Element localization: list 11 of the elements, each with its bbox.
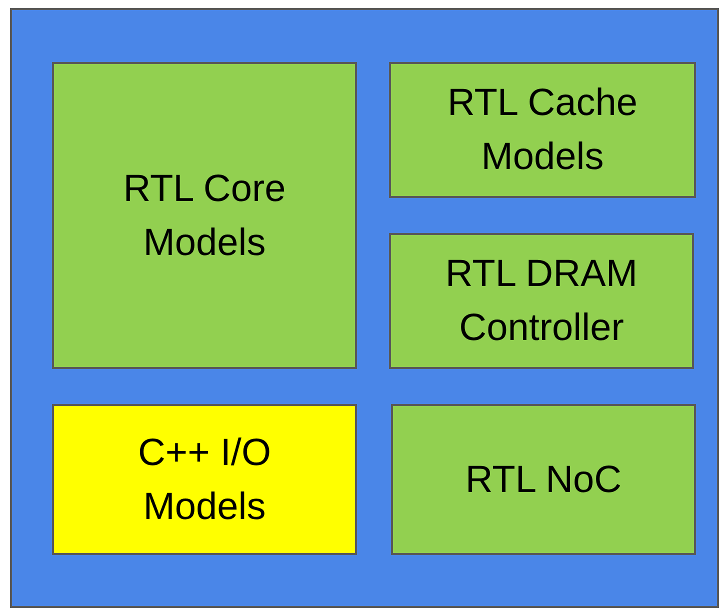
module-box	[52, 62, 357, 369]
module-label: C++ I/O Models	[136, 430, 272, 530]
module-box	[389, 233, 694, 369]
container-panel	[10, 8, 719, 608]
module-label: RTL DRAM Controller	[444, 252, 639, 351]
module-box	[389, 62, 696, 198]
module-box	[52, 404, 357, 555]
module-label: RTL Cache Models	[446, 81, 639, 180]
module-label: RTL Core Models	[122, 166, 287, 266]
module-label: RTL NoC	[465, 458, 622, 502]
module-box	[391, 404, 696, 555]
